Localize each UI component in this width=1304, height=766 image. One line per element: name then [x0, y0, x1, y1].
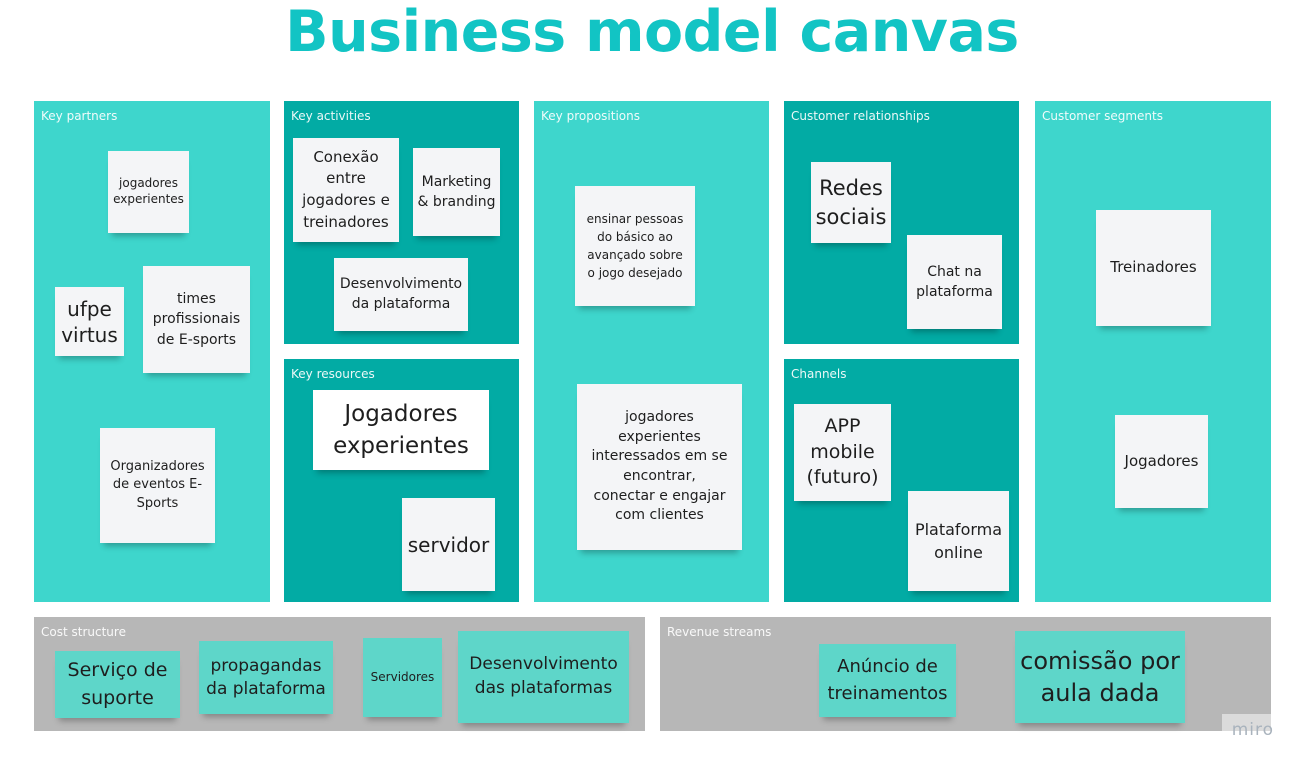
sticky-note[interactable]: Serviço de suporte — [55, 651, 180, 718]
section-label: Key propositions — [541, 109, 640, 123]
sticky-note[interactable]: Redes sociais — [811, 162, 891, 243]
sticky-note[interactable]: jogadores experientes — [108, 151, 189, 233]
sticky-note[interactable]: Desenvolvimento das plataformas — [458, 631, 629, 723]
sticky-note[interactable]: Plataforma online — [908, 491, 1009, 591]
sticky-note[interactable]: times profissionais de E-sports — [143, 266, 250, 373]
section-label: Key resources — [291, 367, 375, 381]
miro-watermark: miro — [1222, 714, 1282, 744]
sticky-note[interactable]: Anúncio de treinamentos — [819, 644, 956, 717]
section-label: Customer relationships — [791, 109, 930, 123]
sticky-note[interactable]: propagandas da plataforma — [199, 641, 333, 714]
section-label: Channels — [791, 367, 847, 381]
sticky-note[interactable]: Desenvolvimento da plataforma — [334, 258, 468, 331]
section-label: Revenue streams — [667, 625, 772, 639]
sticky-note[interactable]: Marketing & branding — [413, 148, 500, 236]
sticky-note[interactable]: APP mobile (futuro) — [794, 404, 891, 501]
section-label: Key activities — [291, 109, 371, 123]
sticky-note[interactable]: Treinadores — [1096, 210, 1211, 326]
sticky-note[interactable]: Servidores — [363, 638, 442, 717]
sticky-note[interactable]: Conexão entre jogadores e treinadores — [293, 138, 399, 242]
sticky-note[interactable]: Jogadores — [1115, 415, 1208, 508]
sticky-note[interactable]: servidor — [402, 498, 495, 591]
sticky-note[interactable]: Chat na plataforma — [907, 235, 1002, 329]
sticky-note[interactable]: comissão por aula dada — [1015, 631, 1185, 723]
sticky-note[interactable]: ensinar pessoas do básico ao avançado so… — [575, 186, 695, 306]
sticky-note[interactable]: jogadores experientes interessados em se… — [577, 384, 742, 550]
sticky-note[interactable]: Organizadores de eventos E-Sports — [100, 428, 215, 543]
section-customer-segments[interactable]: Customer segments — [1035, 101, 1271, 602]
section-label: Customer segments — [1042, 109, 1163, 123]
sticky-note[interactable]: Jogadores experientes — [313, 390, 489, 470]
section-label: Cost structure — [41, 625, 126, 639]
section-label: Key partners — [41, 109, 118, 123]
page-title: Business model canvas — [285, 0, 1019, 65]
sticky-note[interactable]: ufpe virtus — [55, 287, 124, 356]
